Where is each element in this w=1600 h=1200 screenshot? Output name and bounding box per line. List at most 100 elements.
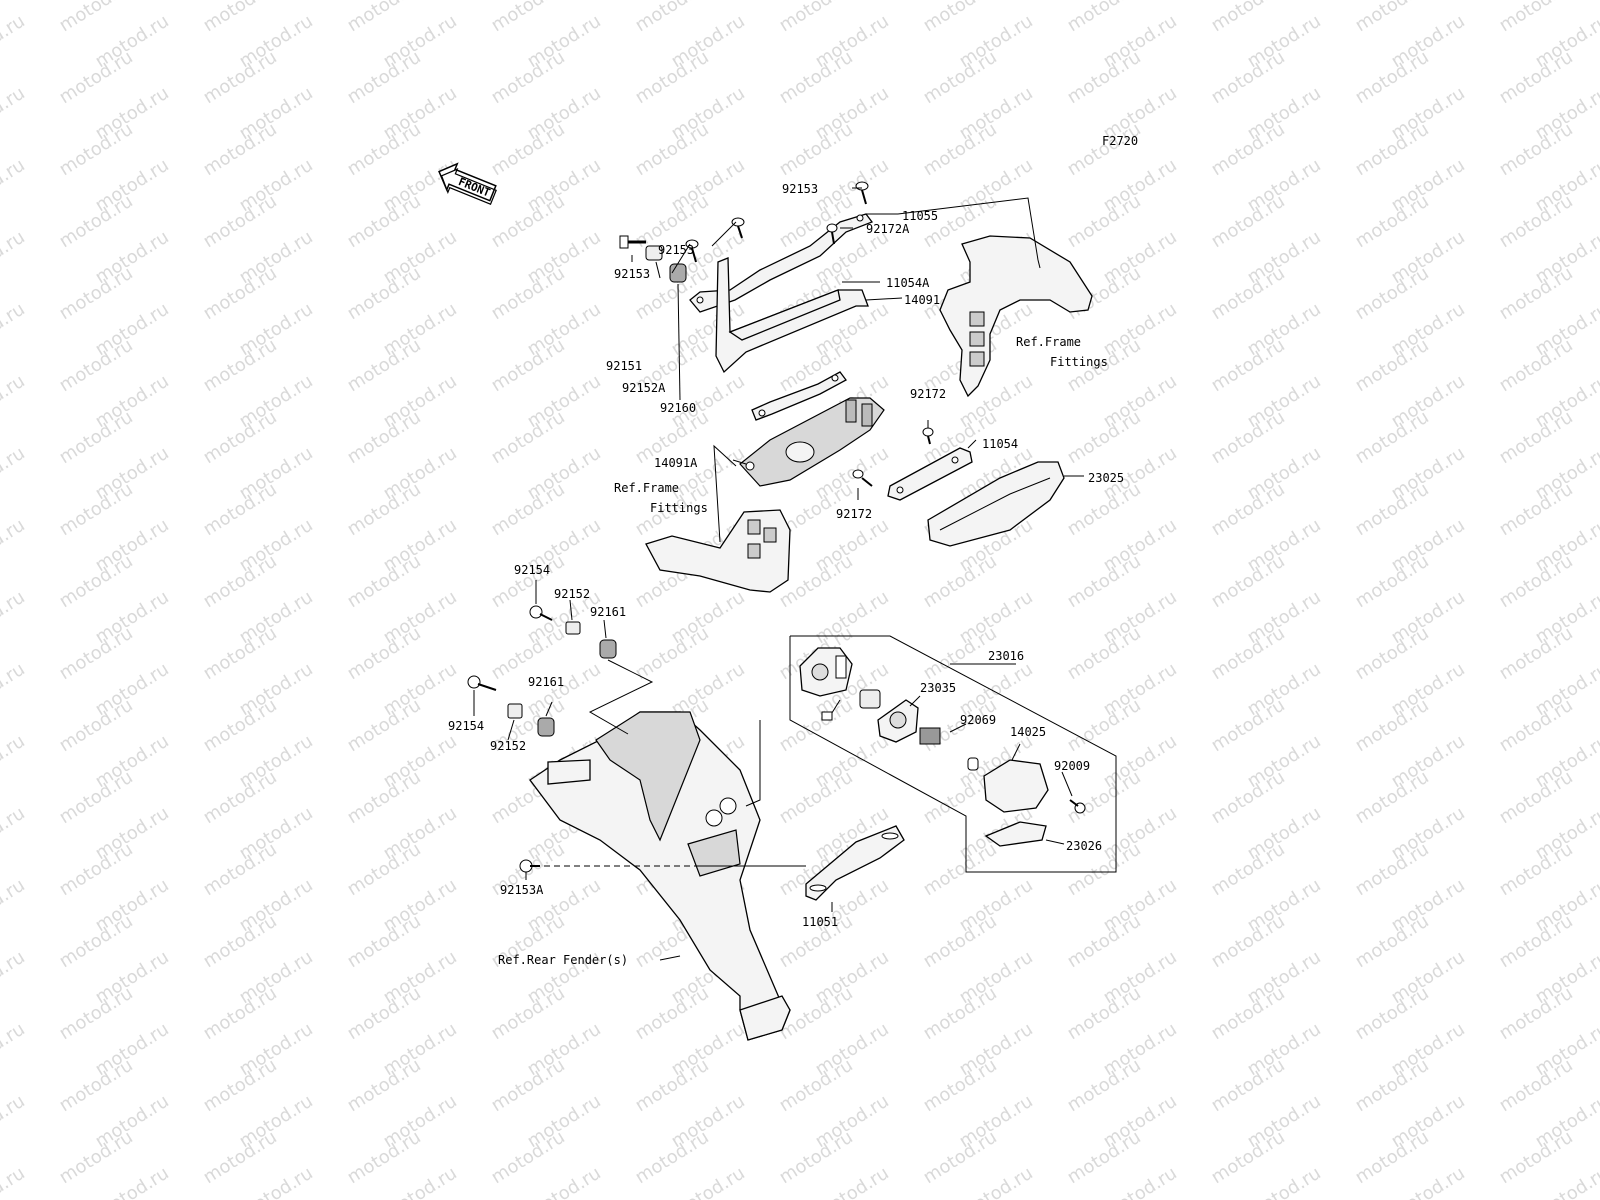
label-92152-bot: 92152	[490, 739, 526, 753]
ref-frame-fitting-right	[939, 235, 1093, 398]
watermark-text: motod.ru	[1244, 1163, 1325, 1200]
watermark-text: motod.ru	[524, 1163, 605, 1200]
watermark-text: motod.ru	[1064, 0, 1145, 36]
watermark-text: motod.ru	[0, 371, 29, 433]
label-92161-bot: 92161	[528, 675, 564, 689]
part-14091A-cover	[739, 397, 885, 487]
label-14025: 14025	[1010, 725, 1046, 739]
label-92172A: 92172A	[866, 222, 910, 236]
screw-92009	[1069, 799, 1086, 814]
collar-92152-bot	[507, 703, 523, 719]
label-92160: 92160	[660, 401, 696, 415]
watermark-text: motod.ru	[0, 443, 29, 505]
watermark-text: motod.ru	[0, 803, 29, 865]
part-23035-socket	[859, 689, 941, 745]
ref-rear-fender: Ref.Rear Fender(s)	[498, 953, 628, 967]
watermark-text: motod.ru	[0, 11, 29, 73]
leader-lines	[473, 187, 1084, 961]
watermark-text: motod.ru	[0, 515, 29, 577]
figure-code: F2720	[1102, 134, 1138, 148]
watermark-text: motod.ru	[1100, 1163, 1181, 1200]
watermark-text: motod.ru	[1208, 0, 1289, 36]
label-92069: 92069	[960, 713, 996, 727]
label-92152A: 92152A	[622, 381, 666, 395]
label-92153-top: 92153	[782, 182, 818, 196]
watermark-text: motod.ru	[812, 1163, 893, 1200]
watermark-text: motod.ru	[956, 1163, 1037, 1200]
watermark-text: motod.ru	[0, 1091, 29, 1153]
watermark-text: motod.ru	[776, 0, 857, 36]
part-11055-bracket	[689, 213, 874, 313]
watermark-text: motod.ru	[488, 0, 569, 36]
screw-92172-bot	[852, 469, 873, 487]
rear-fender	[529, 711, 791, 1041]
ref-frame-right-line2: Fittings	[1050, 355, 1108, 369]
watermark-text: motod.ru	[0, 947, 29, 1009]
label-23016: 23016	[988, 649, 1024, 663]
watermark-text: motod.ru	[200, 0, 281, 36]
part-11051-license-bracket	[805, 825, 905, 901]
label-23025: 23025	[1088, 471, 1124, 485]
label-11055: 11055	[902, 209, 938, 223]
label-92009: 92009	[1054, 759, 1090, 773]
label-92153-low: 92153	[614, 267, 650, 281]
part-11054A-bracket	[751, 371, 847, 421]
ref-frame-left-line1: Ref.Frame	[614, 481, 679, 495]
part-23016-housing	[799, 647, 853, 721]
label-92161-top: 92161	[590, 605, 626, 619]
label-92172-bot: 92172	[836, 507, 872, 521]
collar-92152A	[645, 245, 663, 261]
screw-92172-top	[922, 427, 934, 445]
label-14091: 14091	[904, 293, 940, 307]
part-number-labels: 92153 11055 92153 92172A 92153 14091 921…	[448, 182, 1124, 967]
part-23026-lens	[984, 821, 1047, 847]
bolt-92151	[619, 235, 646, 249]
screw-92153-mid	[731, 217, 745, 239]
ref-frame-fitting-left	[645, 509, 791, 593]
grommet-92161-bot	[537, 717, 555, 737]
watermark-text: motod.ru	[0, 659, 29, 721]
watermark-text: motod.ru	[1352, 0, 1433, 36]
watermark-text: motod.ru	[92, 1163, 173, 1200]
screw-92172A	[826, 223, 838, 245]
part-14025-lens-cover	[983, 759, 1049, 813]
part-92069-bulb	[967, 757, 979, 771]
label-92153A: 92153A	[500, 883, 544, 897]
watermark-text: motod.ru	[668, 1163, 749, 1200]
watermark-text: motod.ru	[236, 1163, 317, 1200]
ref-frame-left-line2: Fittings	[650, 501, 708, 515]
watermark-text: motod.ru	[0, 1019, 29, 1081]
watermark-text: motod.ru	[632, 0, 713, 36]
label-11051: 11051	[802, 915, 838, 929]
watermark-text: motod.ru	[1496, 0, 1577, 36]
label-92151: 92151	[606, 359, 642, 373]
watermark-text: motod.ru	[344, 0, 425, 36]
watermark-text: motod.ru	[56, 0, 137, 36]
collar-92152-top	[565, 621, 581, 635]
watermark-text: motod.ru	[1388, 1163, 1469, 1200]
watermark-text: motod.ru	[0, 155, 29, 217]
grommet-92161-top	[599, 639, 617, 659]
watermark-text: motod.ru	[0, 227, 29, 289]
part-14091-grab-rail	[715, 257, 869, 374]
label-14091A: 14091A	[654, 456, 698, 470]
ref-frame-right-line1: Ref.Frame	[1016, 335, 1081, 349]
part-23025-tail-light	[927, 461, 1065, 547]
watermark-text: motod.ru	[0, 1163, 29, 1200]
bolt-92154-bot	[467, 675, 497, 691]
label-11054: 11054	[982, 437, 1018, 451]
watermark-text: motod.ru	[0, 299, 29, 361]
watermark-text: motod.ru	[920, 0, 1001, 36]
watermark-text: motod.ru	[0, 83, 29, 145]
bolt-92154-top	[529, 605, 553, 621]
watermark-text: motod.ru	[0, 875, 29, 937]
label-23035: 23035	[920, 681, 956, 695]
label-23026: 23026	[1066, 839, 1102, 853]
label-92172-top: 92172	[910, 387, 946, 401]
label-11054A: 11054A	[886, 276, 930, 290]
label-92154-top: 92154	[514, 563, 550, 577]
part-11054-bracket	[887, 447, 973, 501]
